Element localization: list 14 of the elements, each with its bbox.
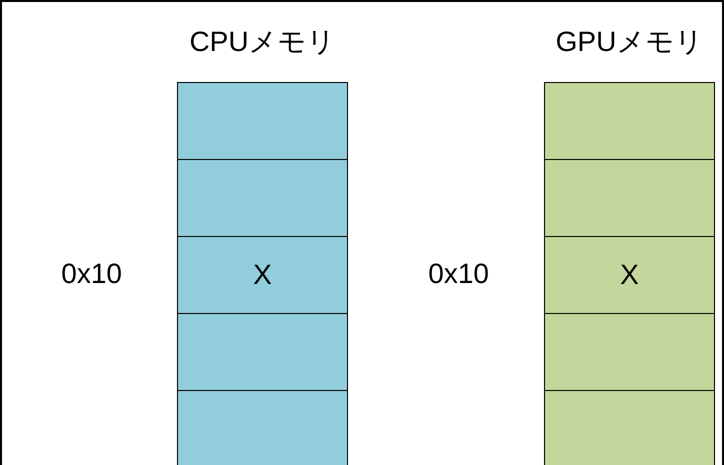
memory-cell <box>177 82 348 160</box>
memory-heading: CPUメモリ <box>188 25 337 59</box>
memory-cell <box>177 159 348 237</box>
address-label: 0x10 <box>61 258 122 290</box>
memory-cell <box>544 159 715 237</box>
memory-heading: GPUメモリ <box>554 25 704 59</box>
memory-cell <box>177 390 348 465</box>
memory-cell: X <box>544 236 715 314</box>
memory-cell <box>544 390 715 465</box>
memory-cell <box>544 313 715 391</box>
address-label: 0x10 <box>428 258 489 290</box>
memory-cell <box>177 313 348 391</box>
memory-cell: X <box>177 236 348 314</box>
memory-cell <box>544 82 715 160</box>
